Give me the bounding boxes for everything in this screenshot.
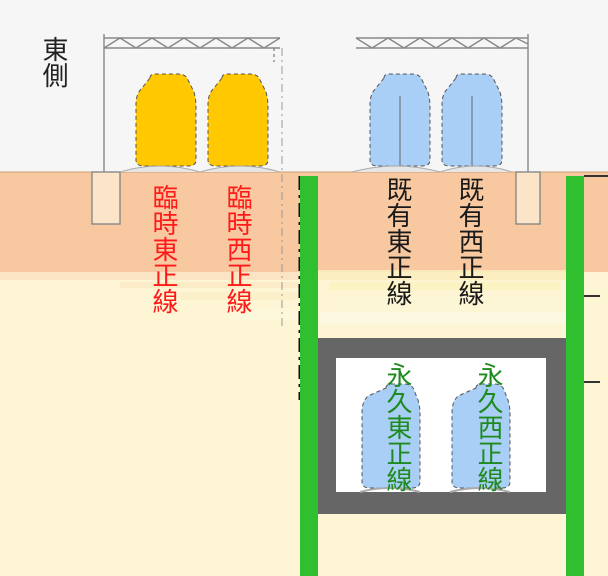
existing-east-line-label: 既有東正線 xyxy=(382,176,412,306)
catenary-gantry-icon xyxy=(355,34,541,225)
temporary-east-line-label: 臨時東正線 xyxy=(148,184,178,314)
train-existing-icon xyxy=(369,73,431,167)
permanent-east-line-label: 永久東正線 xyxy=(382,362,412,492)
train-permanent-icon xyxy=(361,383,421,489)
track-ballast xyxy=(351,165,513,173)
train-permanent-icon xyxy=(451,383,511,489)
sky-area xyxy=(0,0,608,172)
east-side-label: 東側 xyxy=(38,36,68,88)
permanent-west-line-label: 永久西正線 xyxy=(473,362,503,492)
soil-transition-streaks xyxy=(0,270,570,324)
retaining-wall-east xyxy=(566,176,584,576)
train-temporary-icon xyxy=(207,73,269,167)
train-temporary-icon xyxy=(135,73,197,167)
existing-west-line-label: 既有西正線 xyxy=(454,176,484,306)
track-ballast xyxy=(359,487,511,493)
retaining-wall-west xyxy=(300,176,318,576)
temporary-west-line-label: 臨時西正線 xyxy=(222,184,252,314)
catenary-gantry-icon xyxy=(91,34,283,330)
train-existing-icon xyxy=(441,73,503,167)
track-ballast xyxy=(119,165,281,173)
